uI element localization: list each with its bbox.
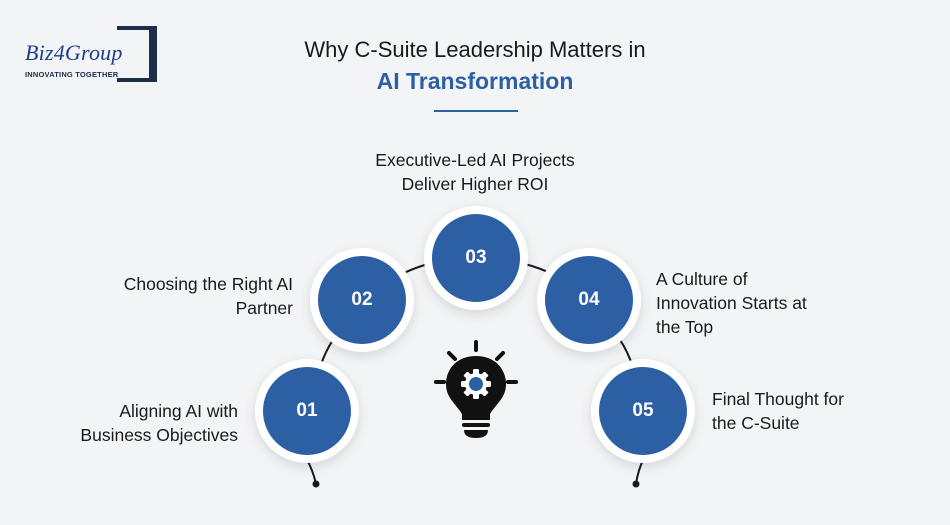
step-label-02-line2: Partner — [235, 298, 293, 318]
arc-02-03 — [401, 263, 429, 275]
step-label-03-line1: Executive-Led AI Projects — [375, 150, 575, 170]
arc-end-dot — [632, 480, 640, 488]
step-node-01: 01 — [263, 367, 351, 455]
step-label-05-line1: Final Thought for — [712, 389, 844, 409]
step-label-02-line1: Choosing the Right AI — [123, 274, 293, 294]
arc-start-dot — [312, 480, 320, 488]
step-label-02: Choosing the Right AI Partner — [124, 272, 293, 320]
step-label-01-line1: Aligning AI with — [119, 401, 238, 421]
step-label-04-line2: Innovation Starts at — [656, 293, 807, 313]
logo-frame — [117, 26, 157, 82]
step-label-04-line3: the Top — [656, 317, 714, 337]
arc-03-04 — [524, 263, 553, 275]
page-title-highlight: AI Transformation — [376, 68, 574, 94]
step-node-03: 03 — [432, 214, 520, 302]
logo-text: Biz4Group — [25, 40, 123, 65]
step-label-01-line2: Business Objectives — [80, 425, 238, 445]
step-node-04: 04 — [545, 256, 633, 344]
title-underline — [434, 110, 518, 112]
arc-end — [635, 457, 645, 485]
brand-logo: Biz4Group INNOVATING TOGETHER — [25, 26, 157, 84]
arc-04-05 — [619, 339, 634, 368]
step-label-03-line2: Deliver Higher ROI — [401, 174, 549, 194]
step-label-04: A Culture of Innovation Starts at the To… — [656, 267, 807, 339]
step-label-05-line2: the C-Suite — [712, 413, 800, 433]
logo-tagline: INNOVATING TOGETHER — [25, 70, 119, 79]
lightbulb-gear-icon — [434, 340, 518, 438]
step-node-05: 05 — [599, 367, 687, 455]
step-node-02: 02 — [318, 256, 406, 344]
step-label-05: Final Thought for the C-Suite — [712, 387, 844, 435]
page-title: Why C-Suite Leadership Matters in — [304, 37, 646, 62]
step-label-01: Aligning AI with Business Objectives — [80, 399, 238, 447]
arc-start — [305, 457, 317, 485]
arc-01-02 — [319, 339, 334, 368]
step-label-04-line1: A Culture of — [656, 269, 748, 289]
step-label-03: Executive-Led AI Projects Deliver Higher… — [325, 148, 625, 196]
